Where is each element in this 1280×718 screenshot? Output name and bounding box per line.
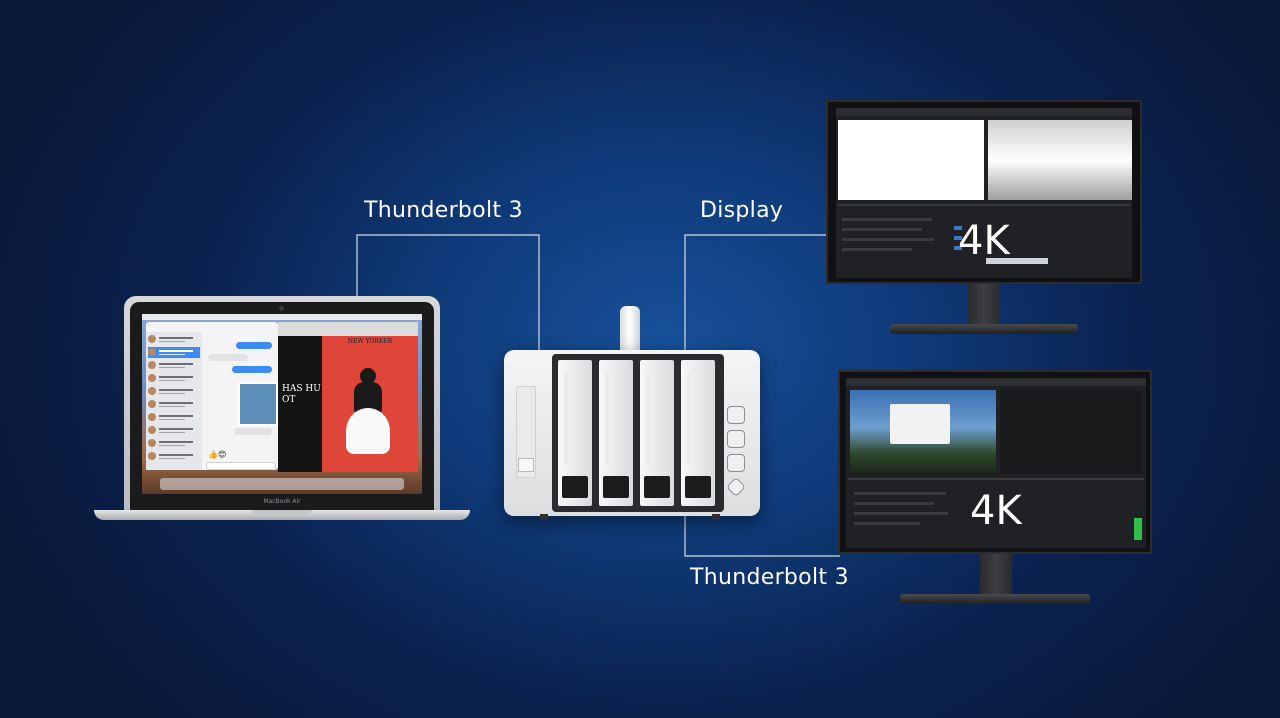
thunderbolt-monitor-label: Thunderbolt 3: [690, 565, 849, 590]
drive-bay-4: [681, 360, 715, 506]
laptop-screen: 👍😊 NEW YORKER HAS HU OT: [142, 314, 422, 494]
browser-toolbar: [278, 322, 418, 336]
bottom-monitor-screen: [846, 378, 1146, 548]
top-monitor-screen: [836, 108, 1132, 278]
nas-to-bottom-monitor-line: [684, 516, 840, 557]
bottom-monitor-base: [900, 594, 1090, 604]
laptop-to-nas-line: [356, 234, 540, 352]
message-bubble: [208, 354, 248, 361]
nas-body: [504, 350, 760, 516]
thumbs-up-icon: [727, 454, 745, 472]
editor-toolbar: [846, 378, 1146, 386]
top-monitor-resolution: 4K: [958, 218, 1010, 264]
laptop-brand: MacBook Air: [263, 498, 301, 505]
list-item: [148, 425, 200, 436]
message-bubble: [234, 428, 272, 435]
top-monitor-stand: [968, 284, 1000, 326]
list-item: [148, 451, 200, 462]
source-panel: [838, 120, 984, 200]
preview-dialog: [890, 404, 950, 444]
bottom-monitor-resolution: 4K: [970, 488, 1022, 534]
list-item: [148, 386, 200, 397]
nas-foot: [540, 514, 548, 520]
top-monitor-base: [890, 324, 1078, 334]
divider: [838, 204, 1130, 206]
list-item: [148, 334, 200, 345]
figure-head: [360, 368, 376, 384]
list-item: [148, 373, 200, 384]
list-item: [148, 360, 200, 371]
conversation-list: [146, 332, 202, 470]
editor-toolbar: [836, 108, 1132, 116]
diamond-icon: [726, 477, 746, 497]
drive-bay-2: [599, 360, 633, 506]
power-button: [518, 458, 534, 472]
camera-icon: [279, 306, 284, 311]
photo-thumbnail: [238, 382, 278, 426]
message-bubble: [236, 342, 272, 349]
audio-meter: [1134, 518, 1142, 540]
list-item: [148, 399, 200, 410]
drive-bay-1: [558, 360, 592, 506]
laptop-base: [94, 510, 470, 520]
dock: [160, 478, 404, 490]
drive-bays: [552, 354, 724, 512]
display-label: Display: [700, 198, 784, 223]
nas-foot: [712, 514, 720, 520]
messages-window: 👍😊: [146, 322, 278, 470]
nas-to-top-monitor-line: [684, 234, 836, 352]
nas-side-panel: [516, 386, 536, 478]
program-panel: [1000, 390, 1142, 474]
nas-icon-panel: [724, 400, 750, 504]
timeline-clip: [986, 258, 1048, 264]
hdd-icon: [727, 406, 745, 424]
top-monitor-bezel: [826, 100, 1142, 284]
message-bubble: [232, 366, 272, 373]
video-preview: [850, 390, 996, 474]
menu-bar: [142, 314, 422, 320]
bottom-monitor-stand: [980, 554, 1012, 596]
list-item: [148, 347, 200, 358]
drive-bay-3: [640, 360, 674, 506]
laptop-notch: [252, 510, 312, 514]
database-icon: [727, 430, 745, 448]
bottom-monitor-bezel: [838, 370, 1152, 554]
safari-window: NEW YORKER HAS HU OT: [278, 322, 418, 472]
divider: [848, 478, 1144, 480]
table-cloth: [346, 408, 390, 454]
list-item: [148, 438, 200, 449]
thunderbolt-laptop-label: Thunderbolt 3: [364, 198, 523, 223]
article-panel: HAS HU OT: [278, 336, 322, 472]
magazine-title: NEW YORKER: [347, 338, 393, 345]
article-headline: HAS HU OT: [282, 384, 321, 405]
list-item: [148, 412, 200, 423]
program-panel: [988, 120, 1132, 200]
emoji-reactions: 👍😊: [208, 450, 227, 459]
nas-handle: [620, 306, 640, 354]
figure-body: [354, 382, 382, 412]
message-input: [206, 462, 276, 470]
